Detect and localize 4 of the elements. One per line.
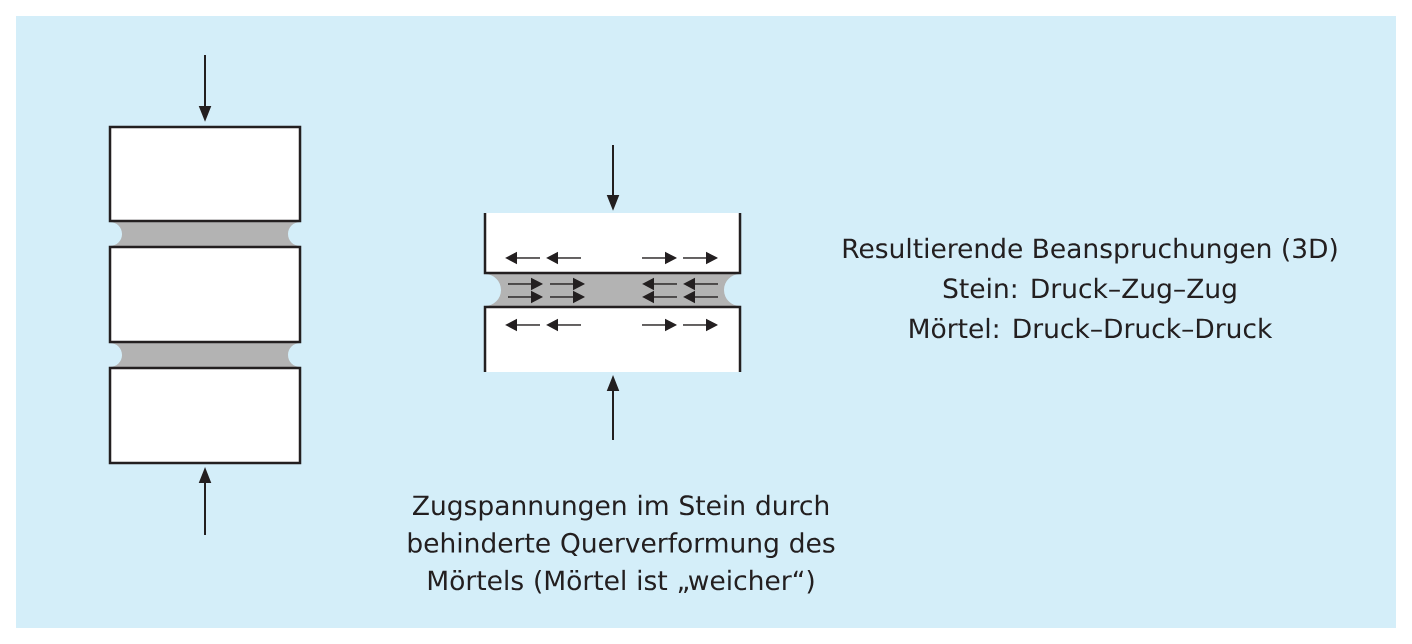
caption-text: Zugspannungen im Stein durch behinderte Querverformung des Mörtels (Mörtel ist „weicher“) (408, 494, 835, 594)
annotation-text: Mörtel: Druck–Druck–Druck (910, 317, 1273, 339)
annotation-text: Stein: Druck–Zug–Zug (943, 277, 1236, 304)
annotation-text: Resultierende Beanspruchungen (3D) (843, 237, 1337, 264)
